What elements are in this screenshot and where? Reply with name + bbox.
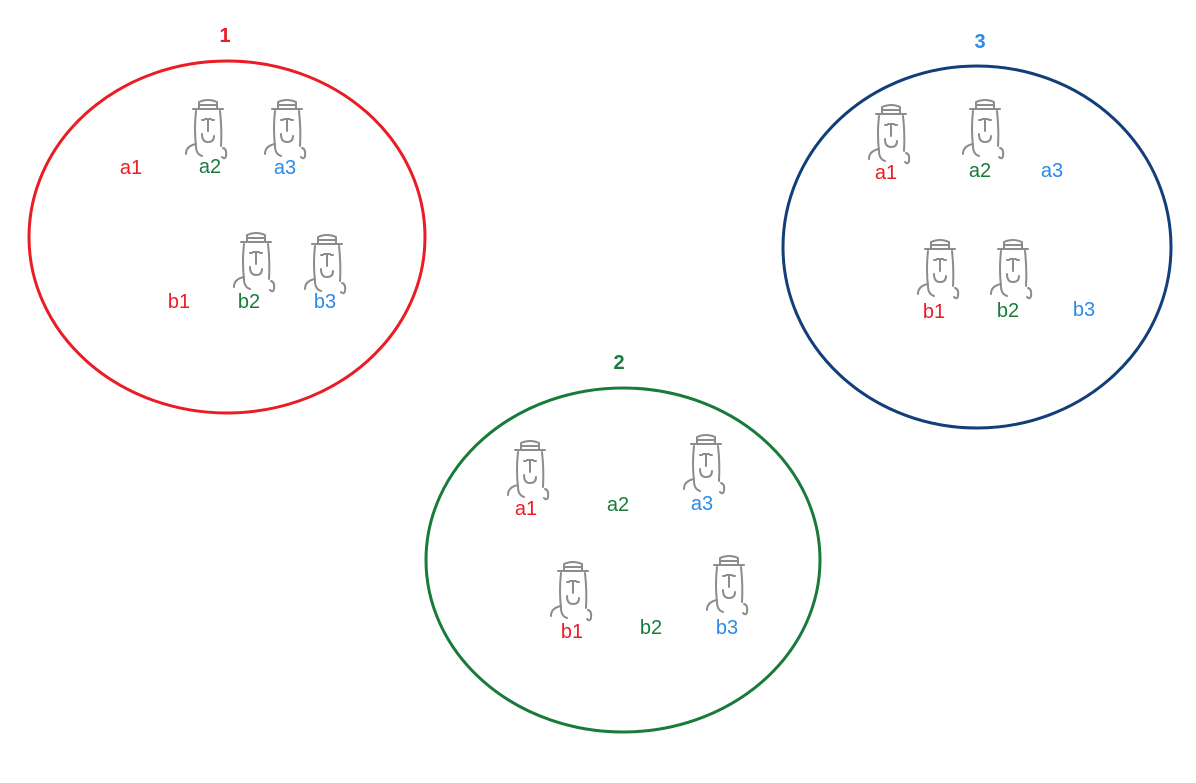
group-1: 1 a1 a2 a3 b1 b2 b3 bbox=[27, 25, 427, 415]
person-with-hat-icon bbox=[550, 561, 593, 622]
group-3-title: 3 bbox=[974, 31, 985, 53]
group-2-node-a1: a1 bbox=[515, 498, 537, 520]
person-with-hat-icon bbox=[917, 239, 960, 300]
group-1-node-a1: a1 bbox=[120, 157, 142, 179]
group-3-node-b3: b3 bbox=[1073, 299, 1095, 321]
group-1-node-b3: b3 bbox=[314, 291, 336, 313]
person-with-hat-icon bbox=[233, 232, 276, 293]
person-with-hat-icon bbox=[706, 555, 749, 616]
group-1-node-b1: b1 bbox=[168, 291, 190, 313]
person-with-hat-icon bbox=[990, 239, 1033, 300]
group-2-node-a2: a2 bbox=[607, 494, 629, 516]
group-2-node-b2: b2 bbox=[640, 617, 662, 639]
person-with-hat-icon bbox=[962, 99, 1005, 160]
group-2-node-a3: a3 bbox=[691, 493, 713, 515]
group-2-title: 2 bbox=[613, 352, 624, 374]
group-2-ring bbox=[424, 386, 822, 734]
group-3: 3 a1 a2 a3 b1 b2 b3 bbox=[781, 31, 1173, 430]
group-3-node-a1: a1 bbox=[875, 162, 897, 184]
group-1-node-a3: a3 bbox=[274, 157, 296, 179]
group-1-node-a2: a2 bbox=[199, 156, 221, 178]
person-with-hat-icon bbox=[868, 104, 911, 165]
group-2-node-b1: b1 bbox=[561, 621, 583, 643]
group-1-node-b2: b2 bbox=[238, 291, 260, 313]
group-1-title: 1 bbox=[219, 25, 230, 47]
group-2: 2 a1 a2 a3 b1 b2 b3 bbox=[424, 352, 822, 734]
person-with-hat-icon bbox=[185, 99, 228, 160]
person-with-hat-icon bbox=[507, 440, 550, 501]
group-3-node-a3: a3 bbox=[1041, 160, 1063, 182]
person-with-hat-icon bbox=[304, 234, 347, 295]
person-with-hat-icon bbox=[264, 99, 307, 160]
group-2-node-b3: b3 bbox=[716, 617, 738, 639]
group-3-node-b1: b1 bbox=[923, 301, 945, 323]
group-1-ring bbox=[27, 59, 427, 415]
group-3-ring bbox=[781, 64, 1173, 430]
group-3-node-a2: a2 bbox=[969, 160, 991, 182]
group-3-node-b2: b2 bbox=[997, 300, 1019, 322]
person-with-hat-icon bbox=[683, 434, 726, 495]
